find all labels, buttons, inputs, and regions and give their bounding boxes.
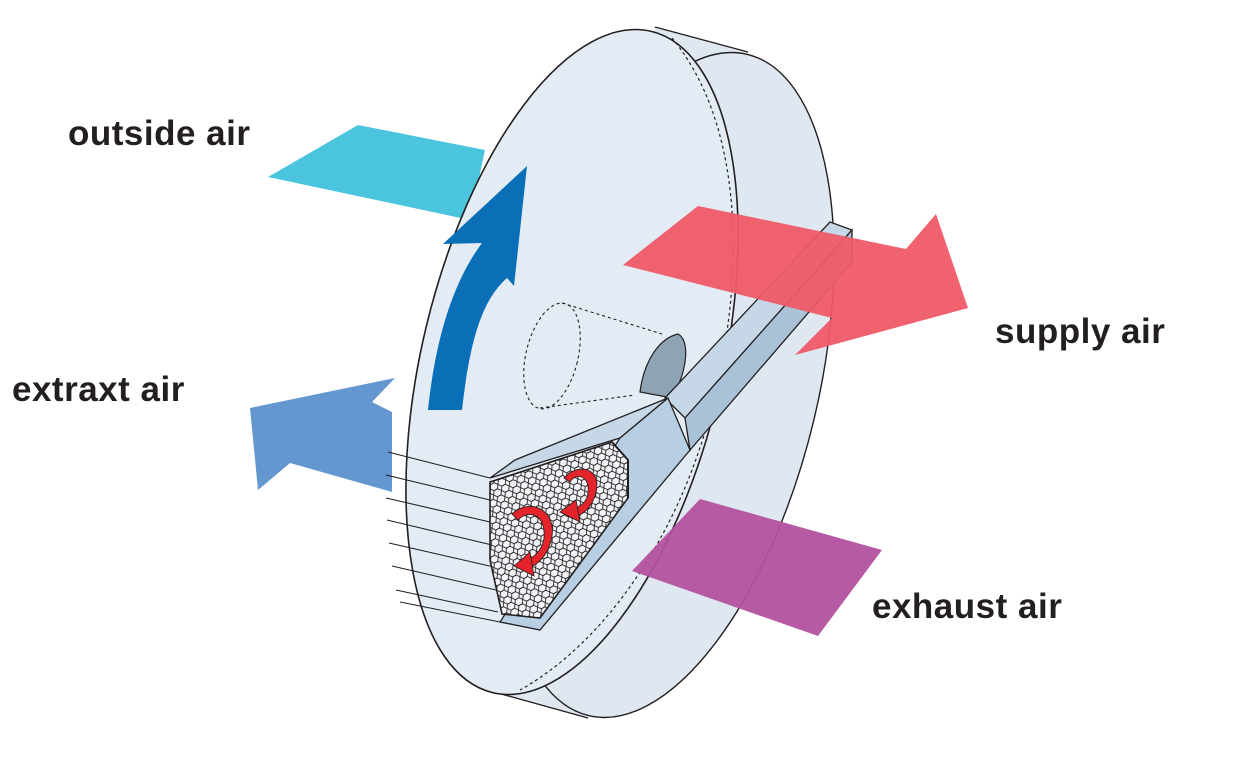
- swirl-arrow-icon: [511, 468, 598, 577]
- wheel: [385, 26, 835, 719]
- exhaust-air-arrow: [632, 499, 882, 636]
- hub: [639, 333, 687, 399]
- extract-air-label: extraxt air: [12, 370, 185, 409]
- extract-air-arrow: [250, 378, 395, 492]
- outside-air-arrow: [268, 125, 485, 220]
- outside-air-label: outside air: [68, 114, 251, 153]
- wheel-plates: [385, 451, 501, 623]
- supply-air-arrow: [623, 206, 968, 355]
- supply-air-label: supply air: [995, 312, 1166, 351]
- rotation-arrow-icon: [428, 166, 527, 410]
- exhaust-air-label: exhaust air: [872, 587, 1063, 626]
